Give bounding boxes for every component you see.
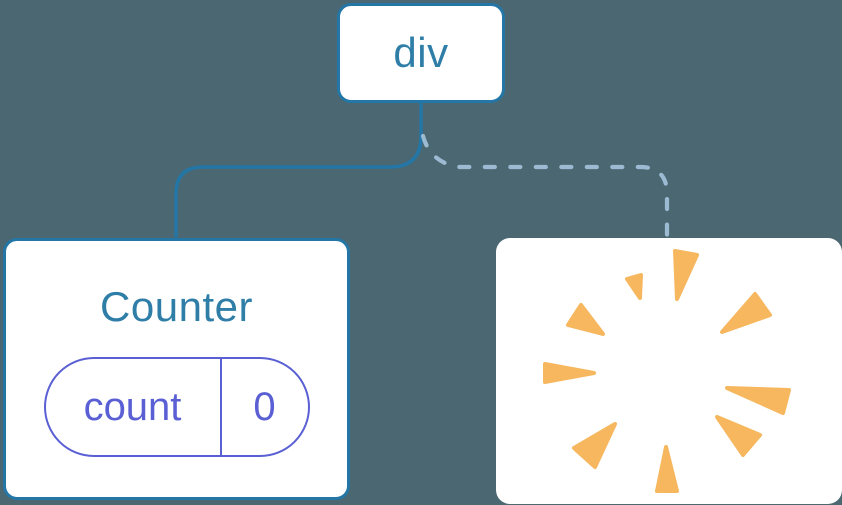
root-node-div: div [337, 3, 505, 103]
counter-node-title: Counter [100, 283, 253, 330]
poof-icon [543, 249, 791, 493]
dashed-connector-line [420, 133, 670, 238]
counter-node: Counter count 0 [3, 238, 350, 500]
state-pill: count 0 [43, 357, 310, 457]
solid-connector-line [174, 102, 423, 238]
root-node-label: div [393, 29, 449, 76]
state-key-label: count [46, 359, 222, 455]
state-value-label: 0 [253, 384, 276, 429]
removed-node [496, 238, 842, 504]
